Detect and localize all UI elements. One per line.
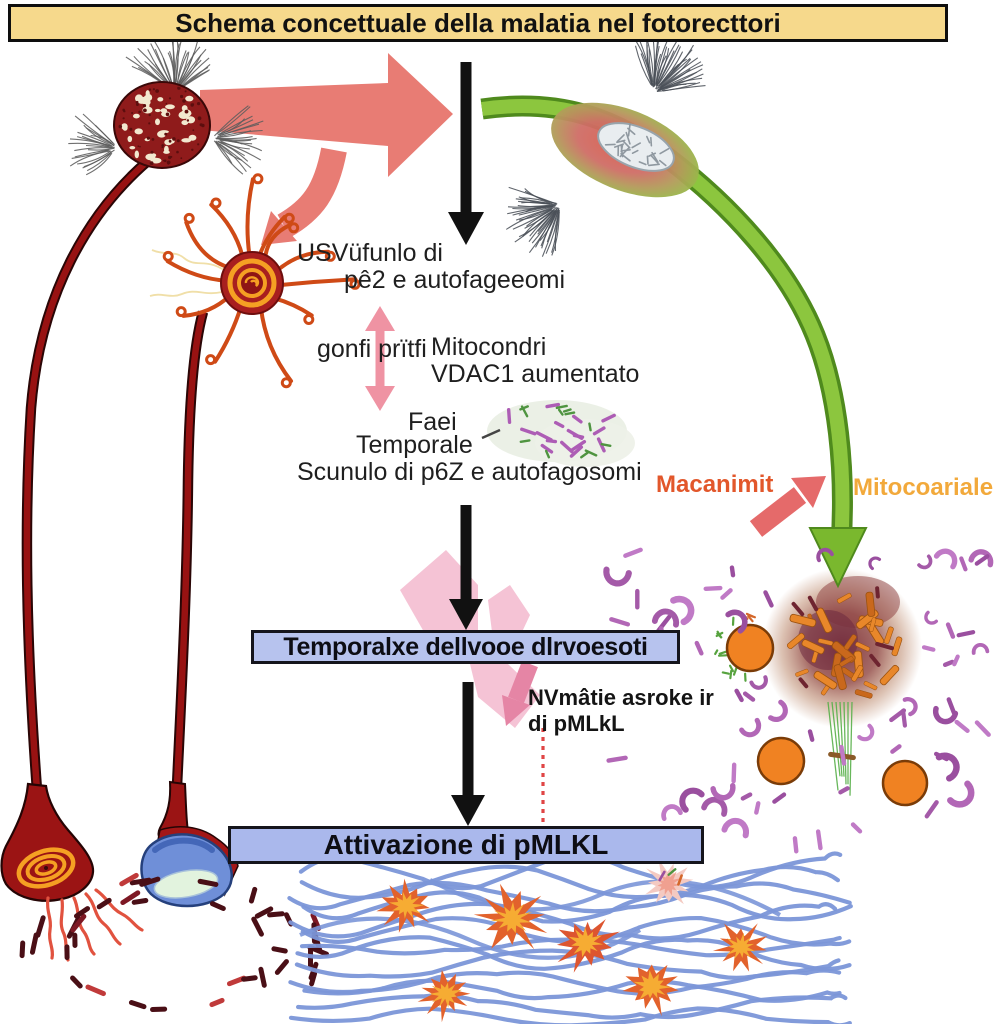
label-activation-note-line2: di pMLkL xyxy=(528,711,625,736)
cone-photoreceptor-axon xyxy=(171,310,209,787)
label-swollen: gonfi prïtfi xyxy=(317,335,427,363)
figure-title: Schema concettuale della malatia nel fot… xyxy=(175,7,781,38)
label-mitochondria-line2: VDAC1 aumentato xyxy=(431,360,640,388)
timeline-box-label: Temporalxe dellvooe dlrvoesoti xyxy=(283,632,648,661)
rod-terminal-illustration xyxy=(0,782,144,962)
necrotic-cell-blob xyxy=(762,568,922,796)
label-phase-line1: Faei xyxy=(408,408,457,436)
pink-double-arrow xyxy=(365,306,395,411)
title-banner: Schema concettuale della malatia nel fot… xyxy=(8,4,948,42)
activation-box-label: Attivazione di pMLKL xyxy=(323,829,609,860)
orange-cells xyxy=(714,612,929,807)
label-activation-note-line1: NVmâtie asroke ir xyxy=(528,685,714,710)
label-dysfunction-line2: pê2 e autofageeomi xyxy=(344,266,566,294)
neuron-cell-illustration xyxy=(505,37,706,257)
green-arrowhead xyxy=(808,527,868,589)
mechanism-arrow xyxy=(749,476,826,537)
label-mitochondria-line1: Mitocondri xyxy=(431,333,547,361)
degeneration-splats xyxy=(376,859,768,1023)
photoreceptor-cell-illustration xyxy=(68,33,264,176)
bacteria-cluster xyxy=(487,400,635,467)
photoreceptor-axon xyxy=(21,156,153,791)
label-dysfunction-line1: USVüfunlo di xyxy=(297,239,443,267)
pointer-dash xyxy=(481,428,501,440)
cone-terminal-illustration xyxy=(140,780,239,908)
timeline-box: Temporalxe dellvooe dlrvoesoti xyxy=(251,630,680,664)
label-mechanism: Macanimit xyxy=(656,471,774,498)
flow-arrow-3 xyxy=(451,682,485,826)
activation-box: Attivazione di pMLKL xyxy=(228,826,704,864)
label-mitochondrial: Mitocoariale xyxy=(853,474,994,501)
label-phase-line2: Temporale xyxy=(356,431,473,459)
flow-arrow-1 xyxy=(448,62,484,245)
label-phase-line3: Scunulo di p6Z e autofagosomi xyxy=(297,458,642,486)
microglia-cell-illustration xyxy=(149,173,361,389)
pink-transfer-arrow xyxy=(200,53,453,245)
flow-arrow-2 xyxy=(449,505,483,630)
